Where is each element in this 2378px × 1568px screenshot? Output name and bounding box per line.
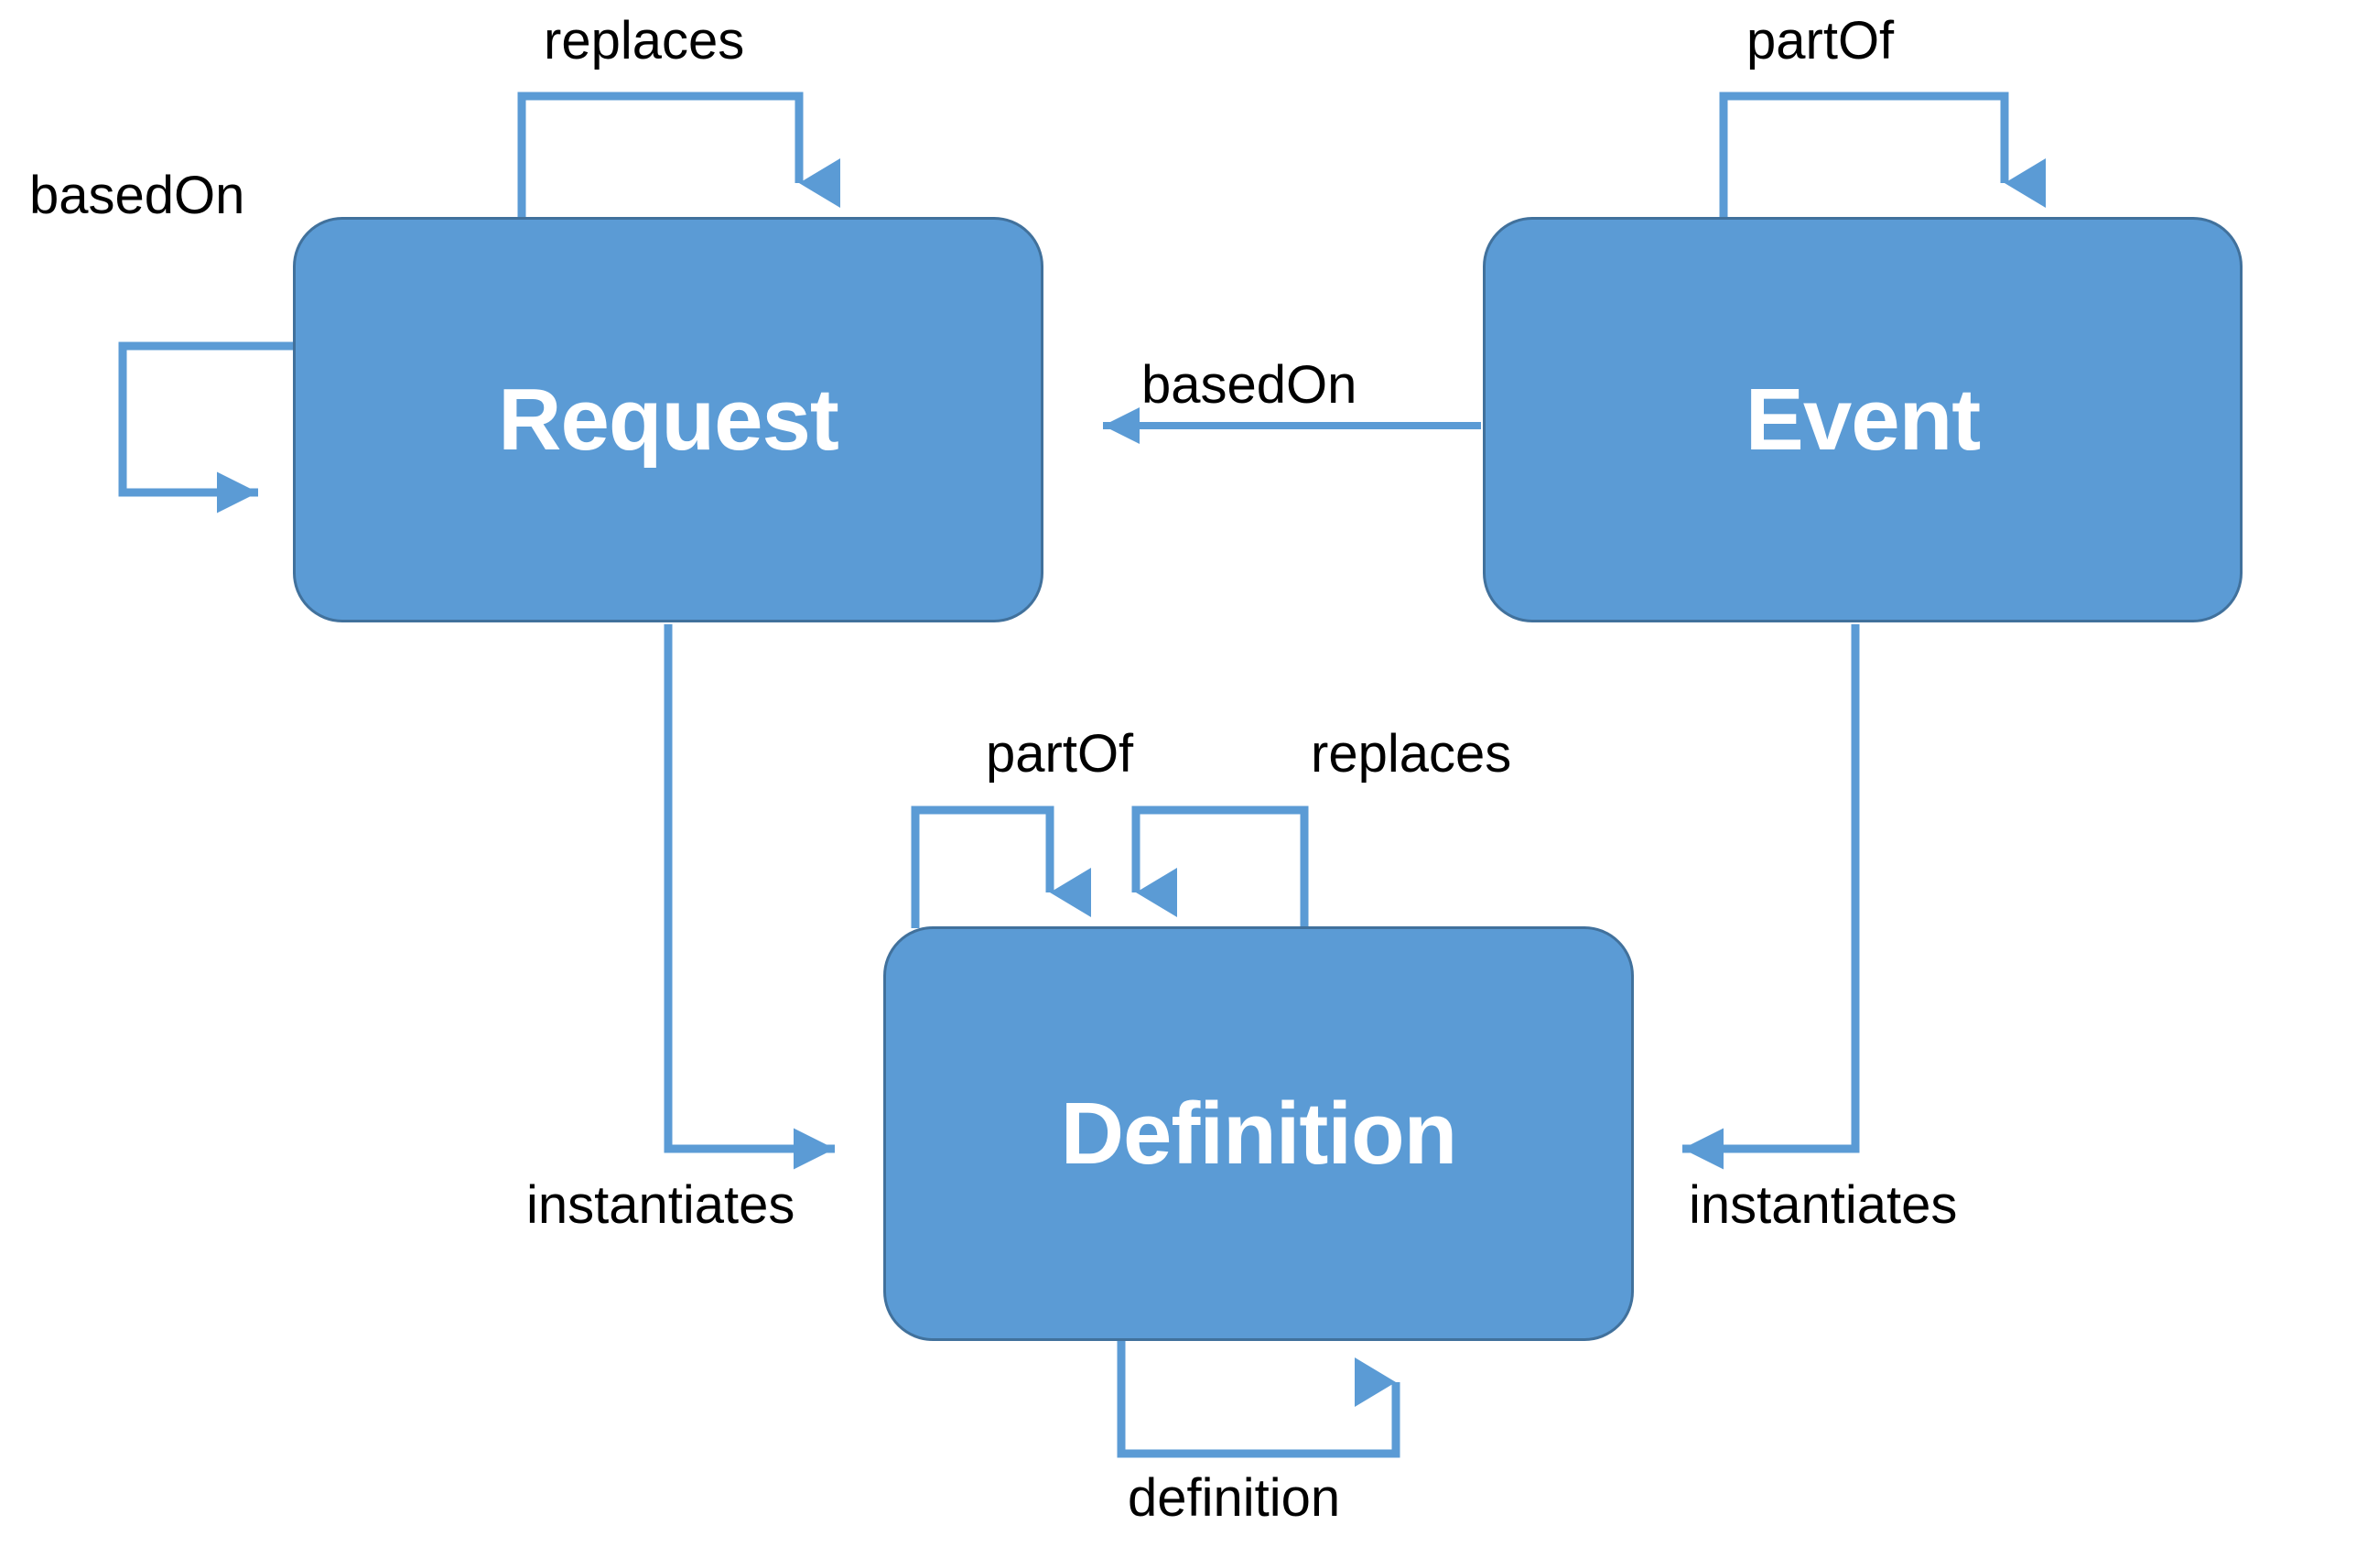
edge-definition-partof [911, 806, 1091, 928]
edge-event-partof [1719, 92, 2046, 220]
node-event[interactable]: Event [1483, 217, 2243, 622]
edge-label-definition-replaces: replaces [1311, 724, 1512, 784]
node-definition-label: Definition [1060, 1084, 1458, 1183]
edge-request-basedon [118, 341, 295, 514]
node-event-label: Event [1745, 370, 1981, 469]
edge-event-instantiates [1682, 624, 1860, 1170]
edge-label-request-basedon: basedOn [29, 166, 245, 225]
node-definition[interactable]: Definition [883, 926, 1634, 1341]
edge-label-definition-definition: definition [1128, 1468, 1341, 1528]
edge-label-request-instantiates: instantiates [526, 1175, 795, 1235]
edge-label-event-partof: partOf [1746, 11, 1895, 70]
node-request-label: Request [498, 370, 839, 469]
edge-definition-replaces [1131, 806, 1309, 928]
edge-request-replaces [517, 92, 840, 220]
edge-label-event-instantiates: instantiates [1689, 1175, 1958, 1235]
edge-definition-definition [1117, 1339, 1400, 1458]
edge-label-event-basedon-request: basedOn [1141, 355, 1357, 415]
edge-label-request-replaces: replaces [544, 11, 745, 70]
node-request[interactable]: Request [293, 217, 1043, 622]
edge-request-instantiates [664, 624, 835, 1170]
edge-label-definition-partof: partOf [986, 724, 1134, 784]
